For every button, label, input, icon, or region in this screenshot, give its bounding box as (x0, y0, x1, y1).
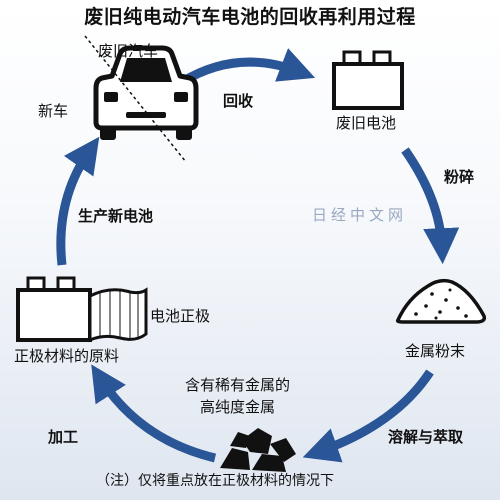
label-cathode-material: 正极材料的原料 (14, 347, 120, 365)
footnote: （注）仅将重点放在正极材料的情况下 (96, 473, 334, 489)
step-dissolve: 溶解与萃取 (388, 428, 464, 446)
diagram-title: 废旧纯电动汽车电池的回收再利用过程 (84, 6, 416, 28)
label-new-car: 新车 (38, 102, 69, 120)
watermark: 日经中文网 (312, 206, 408, 224)
powder-pile-icon (395, 278, 487, 324)
step-crush: 粉碎 (444, 168, 475, 186)
label-rare-metal-line1: 含有稀有金属的 (185, 376, 291, 394)
metal-chunks-icon (220, 428, 296, 472)
label-rare-metal-line2: 高纯度金属 (200, 398, 276, 416)
cathode-battery-icon (16, 276, 148, 343)
step-recycle: 回收 (223, 92, 254, 110)
label-old-battery: 废旧电池 (336, 114, 397, 132)
step-produce: 生产新电池 (78, 207, 154, 225)
label-metal-powder: 金属粉末 (405, 342, 466, 360)
label-cathode: 电池正极 (150, 307, 211, 325)
arrow-recycle (179, 48, 316, 86)
label-old-car: 废旧汽车 (98, 42, 159, 60)
step-process: 加工 (48, 428, 79, 446)
car-divider-line (84, 35, 187, 163)
arrow-dissolve (302, 369, 434, 463)
car-icon (93, 45, 199, 140)
arrow-process (91, 364, 217, 463)
arrow-produce (56, 136, 100, 266)
arrow-crush (401, 147, 460, 265)
battery-icon (332, 50, 404, 110)
